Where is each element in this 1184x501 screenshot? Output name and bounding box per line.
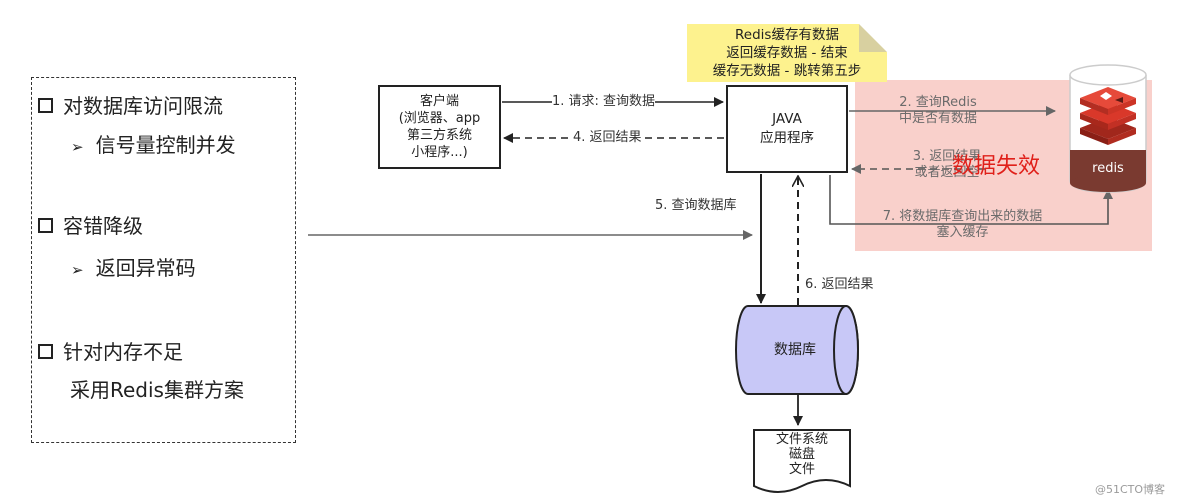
arrowhead-bullet-icon: ➢ xyxy=(71,261,84,279)
checkbox-square-icon xyxy=(38,98,53,113)
client-line: (浏览器、app xyxy=(398,111,481,126)
arrowhead-bullet-icon: ➢ xyxy=(71,138,84,156)
client-box: 客户端 (浏览器、app 第三方系统 小程序...) xyxy=(378,85,501,169)
database-label: 数据库 xyxy=(774,342,816,358)
edge-label-query-db: 5. 查询数据库 xyxy=(655,198,737,213)
client-line: 小程序...) xyxy=(411,145,468,160)
edge-label-redis-return: 3. 返回结果 或者返回空 xyxy=(897,149,997,181)
edge-label-query-redis: 2. 查询Redis 中是否有数据 xyxy=(878,95,998,127)
edge-fill-cache xyxy=(829,175,1113,225)
redis-label: redis xyxy=(1092,161,1124,176)
list-item-sub: ➢信号量控制并发 xyxy=(71,133,236,157)
client-line: 第三方系统 xyxy=(406,128,472,143)
fs-line: 文件 xyxy=(788,462,815,477)
client-line: 客户端 xyxy=(419,94,459,109)
edge-label-fill-cache: 7. 将数据库查询出来的数据 塞入缓存 xyxy=(855,209,1070,241)
edge-label-line: 7. 将数据库查询出来的数据 xyxy=(882,209,1043,224)
fs-line: 磁盘 xyxy=(788,447,815,462)
list-item-main: 对数据库访问限流 xyxy=(38,94,223,118)
edge-label-return-client: 4. 返回结果 xyxy=(573,130,642,146)
watermark: @51CTO博客 xyxy=(1095,483,1166,496)
java-line: JAVA xyxy=(772,111,802,127)
java-line: 应用程序 xyxy=(760,130,814,146)
cache-note: Redis缓存有数据 返回缓存数据 - 结束 缓存无数据 - 跳转第五步 xyxy=(687,24,887,82)
edge-label-db-return: 6. 返回结果 xyxy=(805,277,874,292)
checkbox-square-icon xyxy=(38,344,53,359)
data-invalidation-label: 数据失效 xyxy=(952,154,1041,179)
edge-label-line: 塞入缓存 xyxy=(936,225,989,240)
edge-label-line: 或者返回空 xyxy=(914,165,980,180)
list-item-main: 容错降级 xyxy=(38,214,143,238)
filesystem-doc-shape xyxy=(753,429,851,493)
edge-label-line: 2. 查询Redis xyxy=(899,95,977,110)
left-panel xyxy=(31,77,296,443)
database-cylinder xyxy=(735,305,859,395)
note-line: Redis缓存有数据 xyxy=(735,27,839,43)
list-item-sub: ➢返回异常码 xyxy=(71,256,196,280)
list-item-main: 针对内存不足 xyxy=(38,340,183,364)
filesystem-label: 文件系统 磁盘 文件 xyxy=(760,432,844,477)
checkbox-square-icon xyxy=(38,218,53,233)
note-fold-corner xyxy=(859,24,887,52)
fs-line: 文件系统 xyxy=(775,432,828,447)
note-line: 缓存无数据 - 跳转第五步 xyxy=(712,63,862,79)
edge-label-request: 1. 请求: 查询数据 xyxy=(552,94,656,110)
edge-label-line: 3. 返回结果 xyxy=(912,149,982,164)
list-item-plain: 采用Redis集群方案 xyxy=(70,378,244,402)
redis-icon xyxy=(1069,64,1147,193)
edge-label-line: 中是否有数据 xyxy=(898,111,977,126)
java-app-box: JAVA 应用程序 xyxy=(726,85,848,173)
note-line: 返回缓存数据 - 结束 xyxy=(726,45,848,61)
